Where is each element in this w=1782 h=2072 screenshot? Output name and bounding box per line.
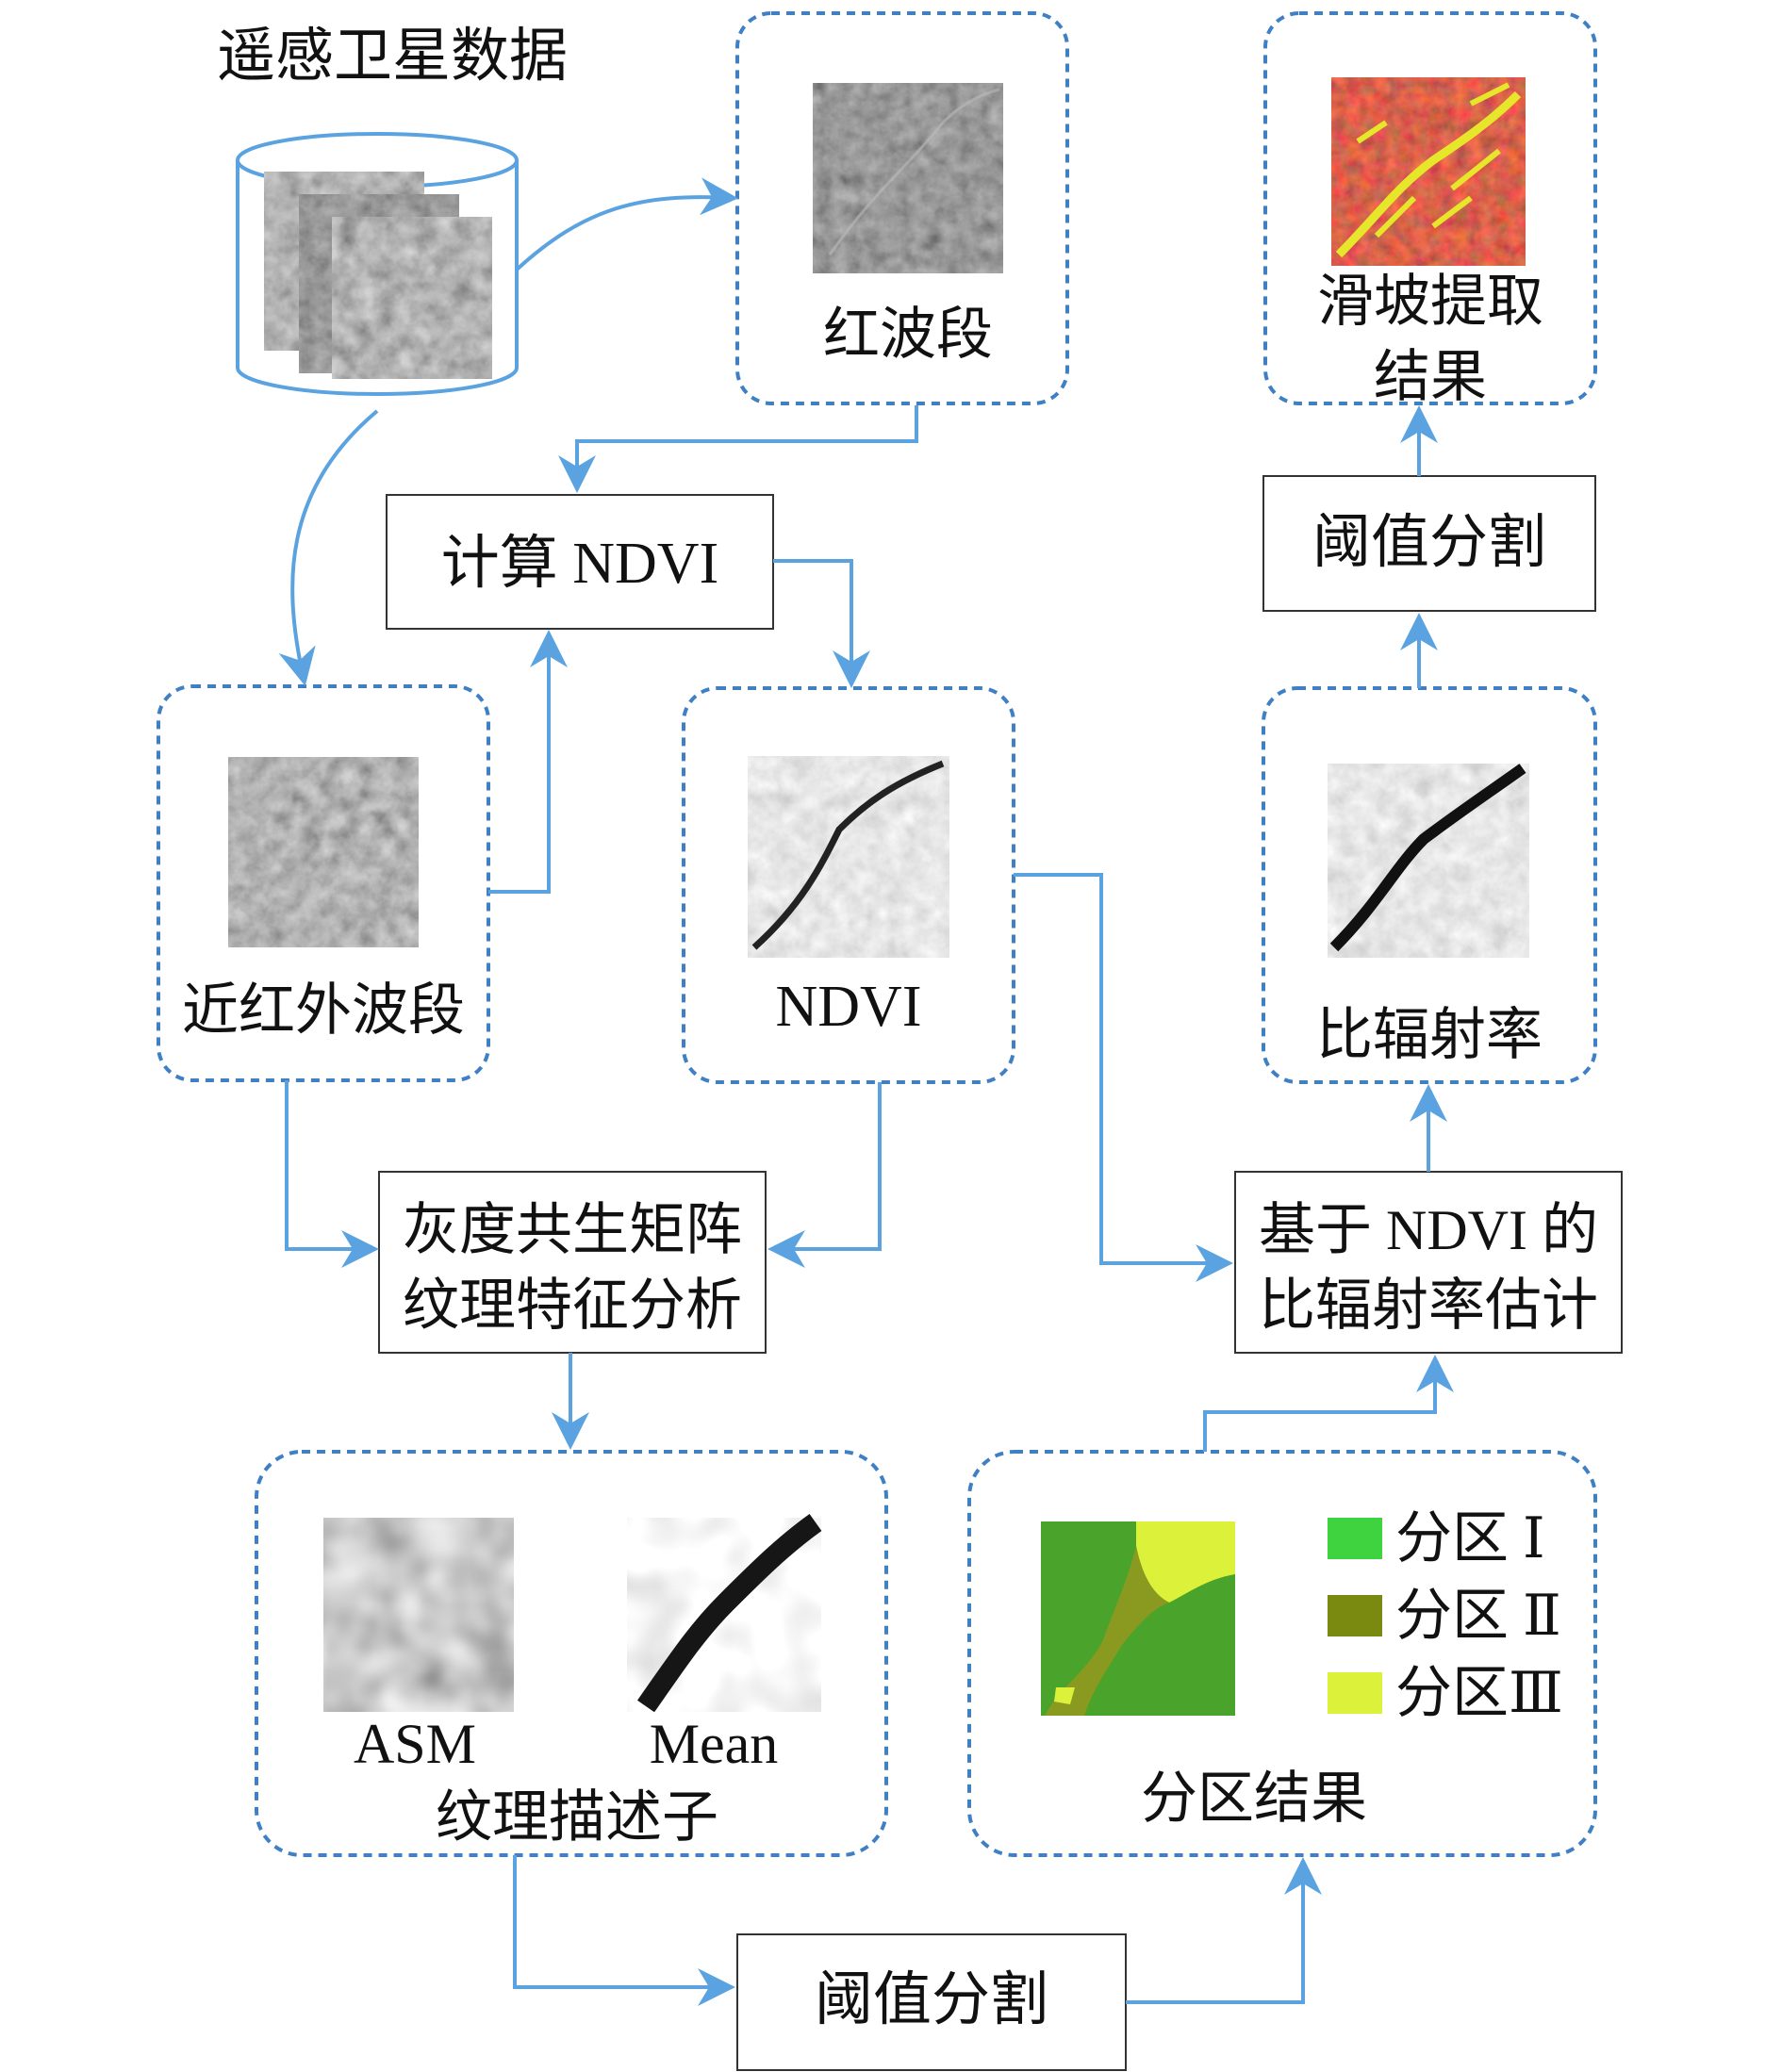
nir-band-label: 近红外波段 <box>182 979 465 1042</box>
calc-ndvi-label: 计算 NDVI <box>441 532 718 596</box>
source-label: 遥感卫星数据 <box>217 25 568 89</box>
legend-label-zone-3: 分区Ⅲ <box>1395 1662 1563 1724</box>
emissivity-image <box>1328 764 1529 958</box>
legend-label-zone-2: 分区 Ⅱ <box>1395 1585 1561 1647</box>
glcm-label-line2: 纹理特征分析 <box>403 1274 742 1337</box>
zoning-map <box>1041 1521 1235 1716</box>
ndvi-label: NDVI <box>776 975 922 1039</box>
satellite-data-cylinder-icon <box>238 134 517 394</box>
zoning-title: 分区结果 <box>1141 1768 1367 1830</box>
zoning-legend: 分区 Ⅰ 分区 Ⅱ 分区Ⅲ <box>1328 1507 1563 1724</box>
legend-swatch-zone-2 <box>1328 1595 1382 1636</box>
ratio-estimate-line2: 比辐射率估计 <box>1259 1274 1598 1337</box>
mean-image <box>627 1518 821 1712</box>
mean-label: Mean <box>650 1713 779 1775</box>
threshold-bottom-label: 阈值分割 <box>815 1968 1048 2032</box>
ratio-estimate-line1: 基于 NDVI 的 <box>1259 1199 1598 1261</box>
red-band-image <box>813 83 1003 273</box>
threshold-top-label: 阈值分割 <box>1312 511 1546 575</box>
landslide-result-image <box>1331 77 1526 266</box>
asm-label: ASM <box>354 1713 476 1775</box>
emissivity-label: 比辐射率 <box>1316 1004 1543 1066</box>
glcm-label-line1: 灰度共生矩阵 <box>403 1199 742 1261</box>
legend-swatch-zone-3 <box>1328 1672 1382 1714</box>
red-band-label: 红波段 <box>823 304 993 366</box>
texture-title: 纹理描述子 <box>436 1786 718 1849</box>
landslide-label-line1: 滑坡提取 <box>1317 271 1543 333</box>
nir-band-image <box>228 757 419 947</box>
landslide-label-line2: 结果 <box>1374 346 1487 408</box>
legend-swatch-zone-1 <box>1328 1518 1382 1559</box>
legend-label-zone-1: 分区 Ⅰ <box>1395 1507 1545 1570</box>
asm-image <box>323 1518 514 1712</box>
ndvi-image <box>748 756 949 958</box>
